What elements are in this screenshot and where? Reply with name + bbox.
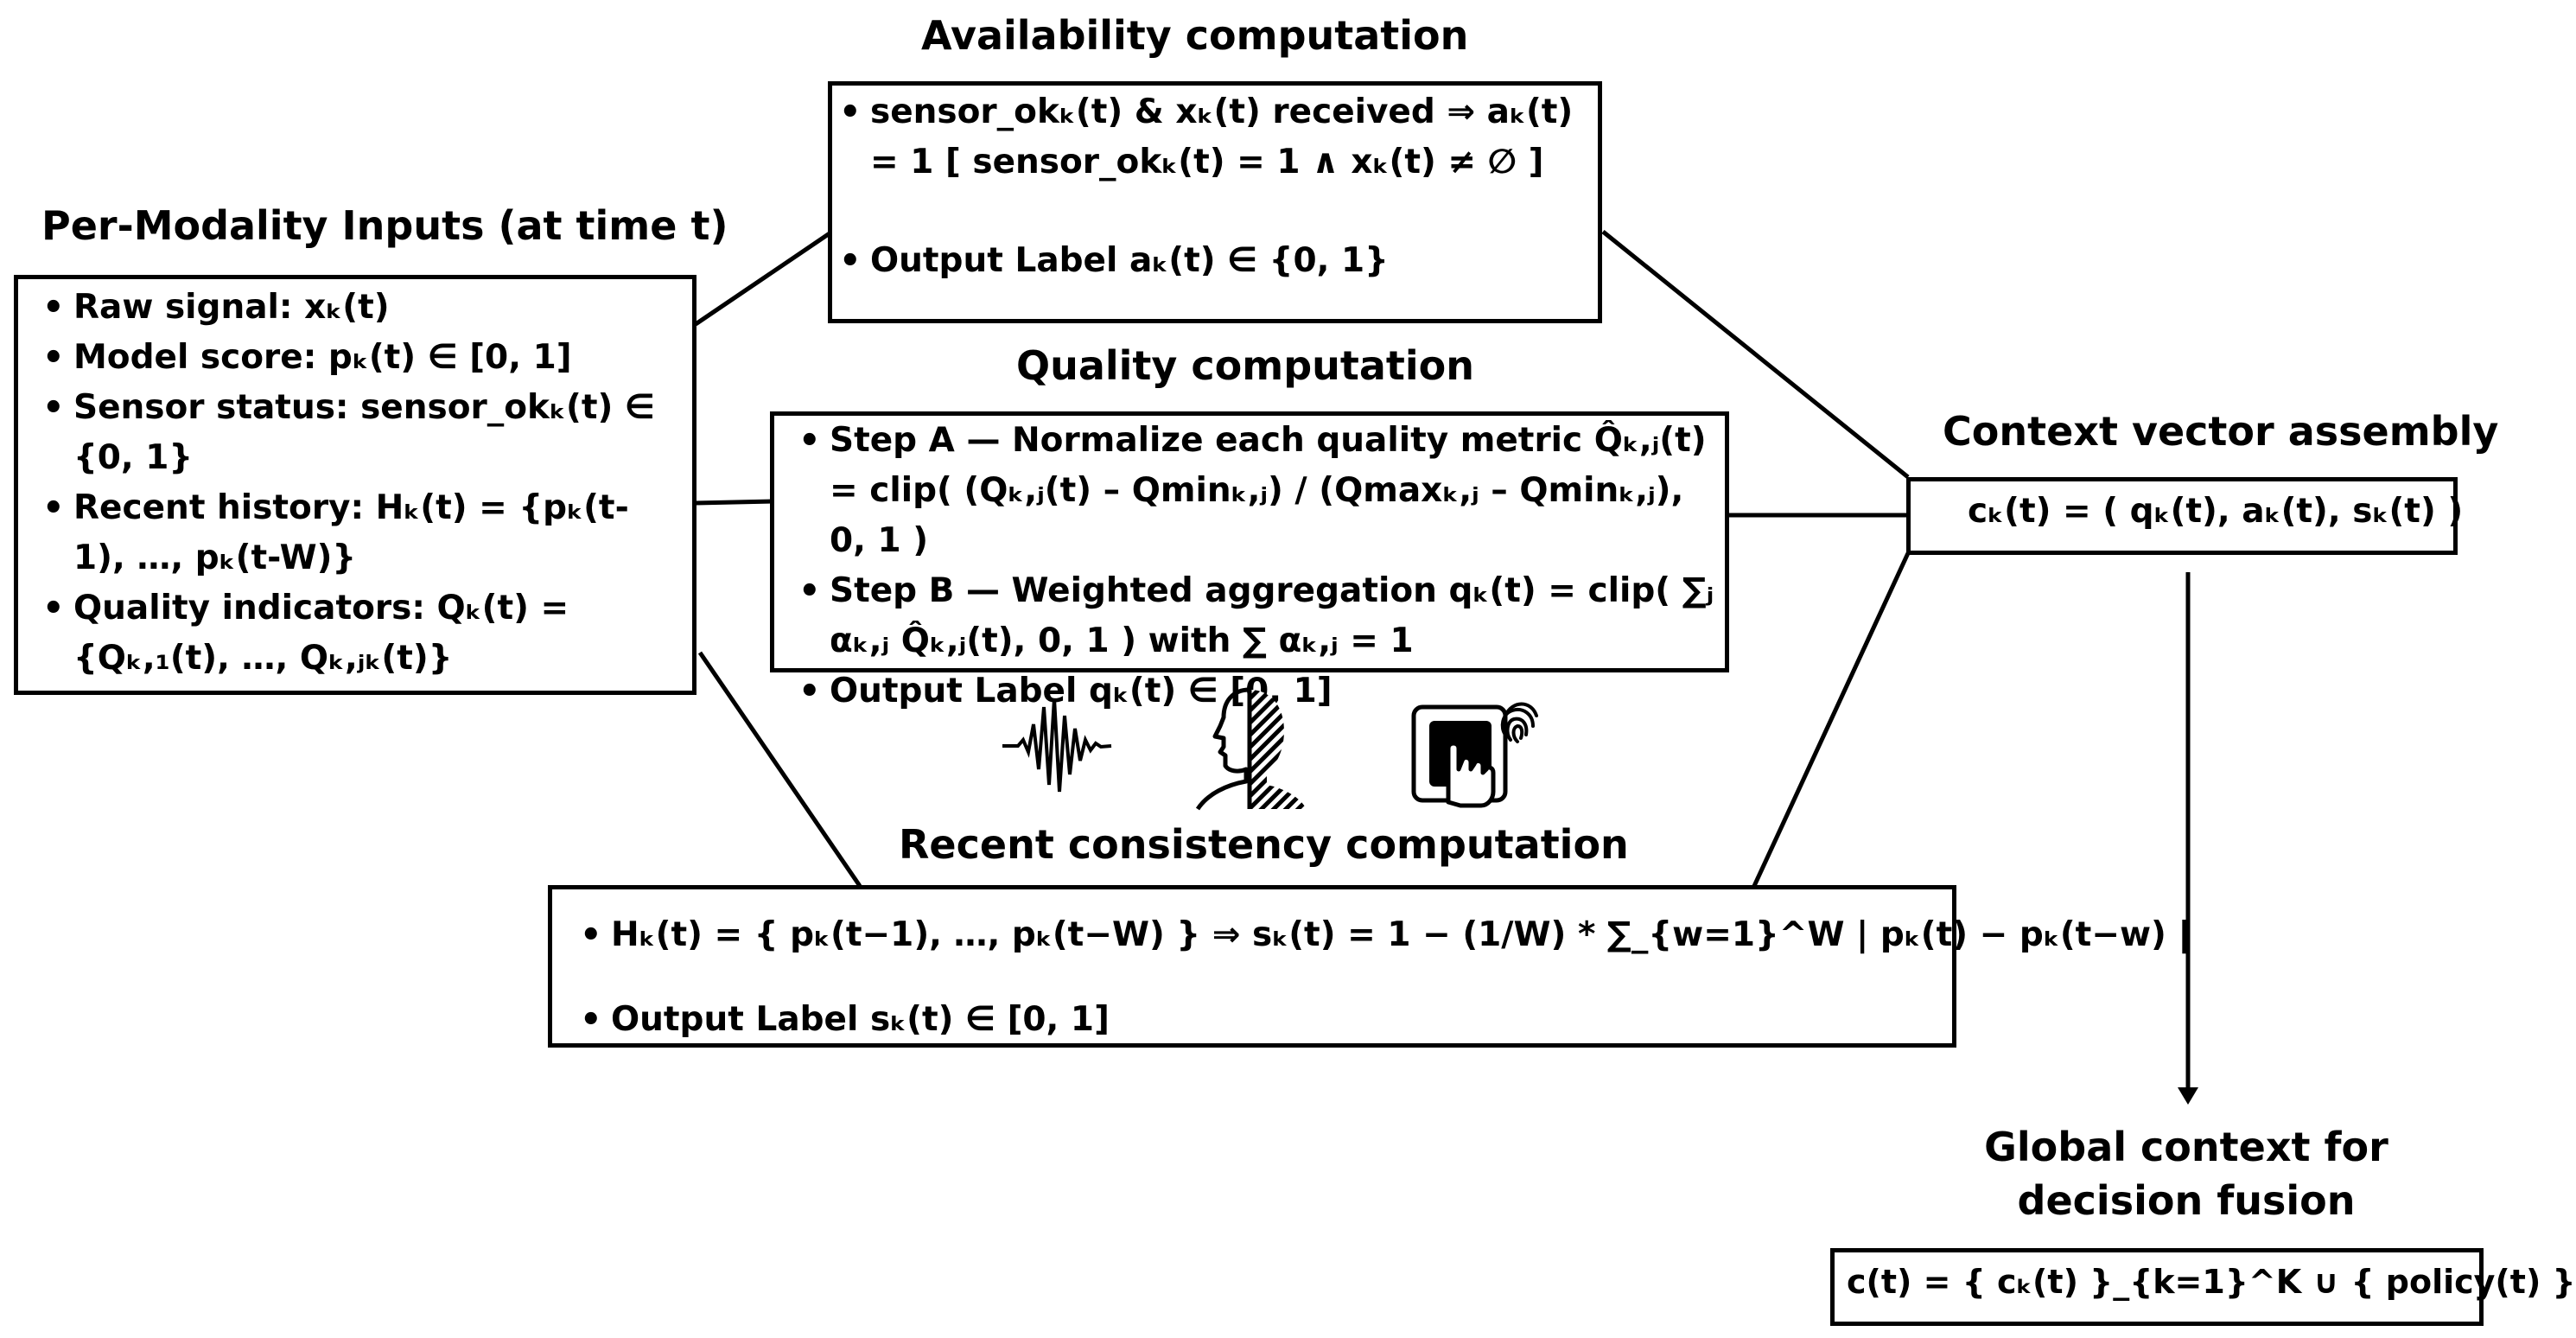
face-profile-icon: [1195, 687, 1307, 811]
connector-inputs-consistency: [697, 651, 862, 888]
global-formula: c(t) = { cₖ(t) }_{k=1}^K ∪ { policy(t) }: [1847, 1263, 2576, 1301]
connector-lines: [694, 230, 2198, 1105]
list-item: Raw signal: xₖ(t): [35, 283, 675, 333]
list-item: sensor_okₖ(t) & xₖ(t) received ⇒ aₖ(t) =…: [832, 87, 1598, 188]
global-title-line1: Global context for: [1984, 1124, 2388, 1170]
list-item: Step A — Normalize each quality metric Q…: [792, 416, 1716, 566]
quality-box: Step A — Normalize each quality metric Q…: [770, 411, 1729, 717]
quality-title: Quality computation: [1016, 342, 1475, 389]
arrowhead: [2178, 1087, 2198, 1105]
list-item: Model score: pₖ(t) ∈ [0, 1]: [35, 333, 675, 383]
context-box: cₖ(t) = ( qₖ(t), aₖ(t), sₖ(t) ): [1906, 477, 2464, 555]
quality-list: Step A — Normalize each quality metric Q…: [792, 416, 1716, 717]
connector-consistency-context: [1752, 551, 1911, 888]
connector-availability-context: [1601, 230, 1910, 479]
availability-title: Availability computation: [921, 12, 1469, 59]
consistency-box: Hₖ(t) = { pₖ(t−1), …, pₖ(t−W) } ⇒ sₖ(t) …: [548, 885, 2191, 1048]
global-box: c(t) = { cₖ(t) }_{k=1}^K ∪ { policy(t) }: [1830, 1248, 2576, 1326]
list-item: Step B — Weighted aggregation qₖ(t) = cl…: [792, 566, 1716, 666]
availability-box: sensor_okₖ(t) & xₖ(t) received ⇒ aₖ(t) =…: [828, 81, 1602, 323]
global-title-line2: decision fusion: [2017, 1177, 2356, 1224]
fingerprint-touch-icon: [1411, 702, 1538, 808]
inputs-title: Per-Modality Inputs (at time t): [41, 202, 728, 249]
inputs-box: Raw signal: xₖ(t) Model score: pₖ(t) ∈ […: [14, 275, 696, 695]
connector-inputs-availability: [694, 231, 831, 327]
list-item: Sensor status: sensor_okₖ(t) ∈ {0, 1}: [35, 383, 675, 483]
connector-inputs-quality: [695, 499, 774, 506]
waveform-icon: [1002, 698, 1112, 793]
global-title: Global context for decision fusion: [1936, 1120, 2437, 1227]
inputs-list: Raw signal: xₖ(t) Model score: pₖ(t) ∈ […: [35, 283, 675, 684]
list-item: Output Label aₖ(t) ∈ {0, 1}: [832, 236, 1598, 286]
consistency-title: Recent consistency computation: [899, 821, 1629, 868]
list-item: Hₖ(t) = { pₖ(t−1), …, pₖ(t−W) } ⇒ sₖ(t) …: [573, 910, 2191, 960]
list-item: Quality indicators: Qₖ(t) = {Qₖ,₁(t), …,…: [35, 583, 675, 684]
list-item: Output Label sₖ(t) ∈ [0, 1]: [573, 995, 1943, 1045]
list-item: Recent history: Hₖ(t) = {pₖ(t-1), …, pₖ(…: [35, 483, 675, 583]
context-formula: cₖ(t) = ( qₖ(t), aₖ(t), sₖ(t) ): [1968, 492, 2464, 531]
consistency-list: Hₖ(t) = { pₖ(t−1), …, pₖ(t−W) } ⇒ sₖ(t) …: [573, 910, 2191, 1045]
availability-list: sensor_okₖ(t) & xₖ(t) received ⇒ aₖ(t) =…: [832, 87, 1598, 286]
context-title: Context vector assembly: [1943, 408, 2499, 455]
